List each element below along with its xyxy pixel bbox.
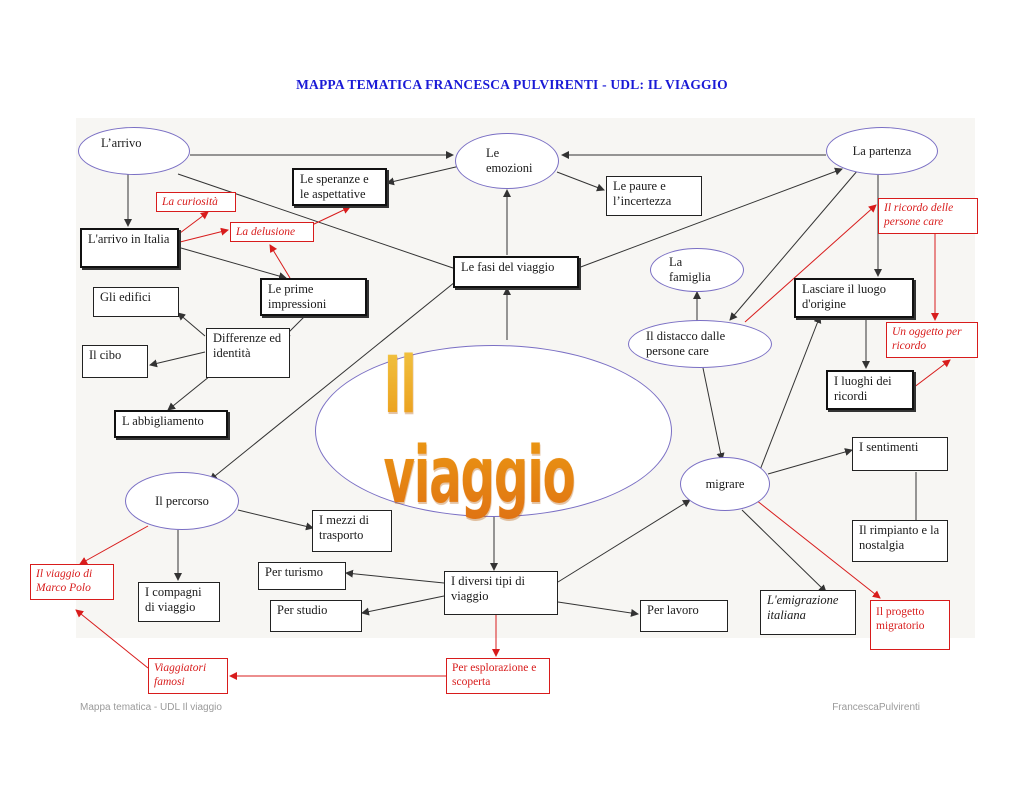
node-studio: Per studio: [270, 600, 362, 632]
node-rimpianto: Il rimpianto e la nostalgia: [852, 520, 948, 562]
edge-tipi-studio: [361, 595, 445, 616]
node-lavoro: Per lavoro: [640, 600, 728, 632]
node-paure: Le paure e l’incertezza: [606, 176, 702, 216]
node-lasciare: Lasciare il luogo d'origine: [794, 278, 914, 318]
edge-red-italia-delusione: [179, 227, 229, 243]
edge-emozioni-speranze: [386, 165, 461, 186]
node-ricordo-persone: Il ricordo delle persone care: [878, 198, 978, 234]
node-mezzi: I mezzi di trasporto: [312, 510, 392, 552]
edge-diff-abbigl: [167, 375, 211, 411]
edge-migrare-emigrazione: [741, 509, 827, 593]
footer-right: FrancescaPulvirenti: [832, 702, 920, 713]
node-sentimenti: I sentimenti: [852, 437, 948, 471]
node-differenze: Differenze ed identità: [206, 328, 290, 378]
edge-partenza-distacco: [729, 169, 859, 321]
node-famiglia: La famiglia: [650, 248, 744, 292]
page-title: MAPPA TEMATICA FRANCESCA PULVIRENTI - UD…: [296, 77, 728, 92]
edge-red-distacco-ricordo: [744, 204, 877, 323]
node-compagni: I compagni di viaggio: [138, 582, 220, 622]
center-title: Il viaggio: [383, 341, 603, 521]
footer-left: Mappa tematica - UDL Il viaggio: [80, 702, 222, 713]
node-arrivo: L’arrivo: [78, 127, 190, 175]
node-luoghi: I luoghi dei ricordi: [826, 370, 914, 410]
edge-red-italia-curiosita: [175, 211, 209, 237]
node-migrare: migrare: [680, 457, 770, 511]
edge-tipi-turismo: [345, 569, 445, 584]
edge-fasi-arrivo: [177, 173, 454, 269]
node-abbigliamento: L abbigliamento: [114, 410, 228, 438]
edge-red-luoghi-oggetto: [912, 359, 951, 389]
node-diversi-tipi: I diversi tipi di viaggio: [444, 571, 558, 615]
node-fasi: Le fasi del viaggio: [453, 256, 579, 288]
node-marco-polo: Il viaggio di Marco Polo: [30, 564, 114, 600]
node-arrivo-italia: L'arrivo in Italia: [80, 228, 179, 268]
edge-red-delusione-speranze: [311, 206, 351, 226]
node-esplorazione: Per esplorazione e scoperta: [446, 658, 550, 694]
node-distacco: Il distacco dalle persone care: [628, 320, 772, 368]
edge-tipi-lavoro: [557, 601, 639, 617]
edge-red-viaggiatori-marcopolo: [75, 609, 149, 669]
node-prime-impressioni: Le prime impressioni: [260, 278, 367, 316]
edge-distacco-migrare: [702, 367, 725, 461]
edge-diff-cibo: [149, 351, 206, 368]
node-oggetto: Un oggetto per ricordo: [886, 322, 978, 358]
node-speranze: Le speranze e le aspettative: [292, 168, 387, 206]
node-delusione: La delusione: [230, 222, 314, 242]
node-percorso: Il percorso: [125, 472, 239, 530]
edge-red-impressioni-delusione: [269, 244, 291, 279]
edge-migrare-sentimenti: [767, 448, 853, 475]
edge-emozioni-paure: [556, 171, 605, 192]
edge-percorso-mezzi: [237, 509, 314, 531]
edge-red-percorso-marcopolo: [79, 525, 149, 565]
node-partenza: La partenza: [826, 127, 938, 175]
node-emigrazione: L'emigrazione italiana: [760, 590, 856, 635]
node-viaggiatori: Viaggiatori famosi: [148, 658, 228, 694]
node-turismo: Per turismo: [258, 562, 346, 590]
edge-fasi-percorso: [209, 281, 456, 481]
node-edifici: Gli edifici: [93, 287, 179, 317]
edge-fasi-partenza: [577, 167, 843, 269]
node-cibo: Il cibo: [82, 345, 148, 378]
edge-migrare-lasciare: [759, 315, 822, 471]
node-curiosita: La curiosità: [156, 192, 236, 212]
edge-italia-impressioni: [180, 247, 287, 280]
edge-tipi-migrare: [557, 499, 691, 583]
node-progetto: Il progetto migratorio: [870, 600, 950, 650]
edge-diff-edifici: [177, 312, 206, 337]
center-node: Il viaggio: [315, 341, 672, 521]
node-emozioni: Le emozioni: [455, 133, 559, 189]
edge-red-migrare-progetto: [755, 499, 881, 599]
